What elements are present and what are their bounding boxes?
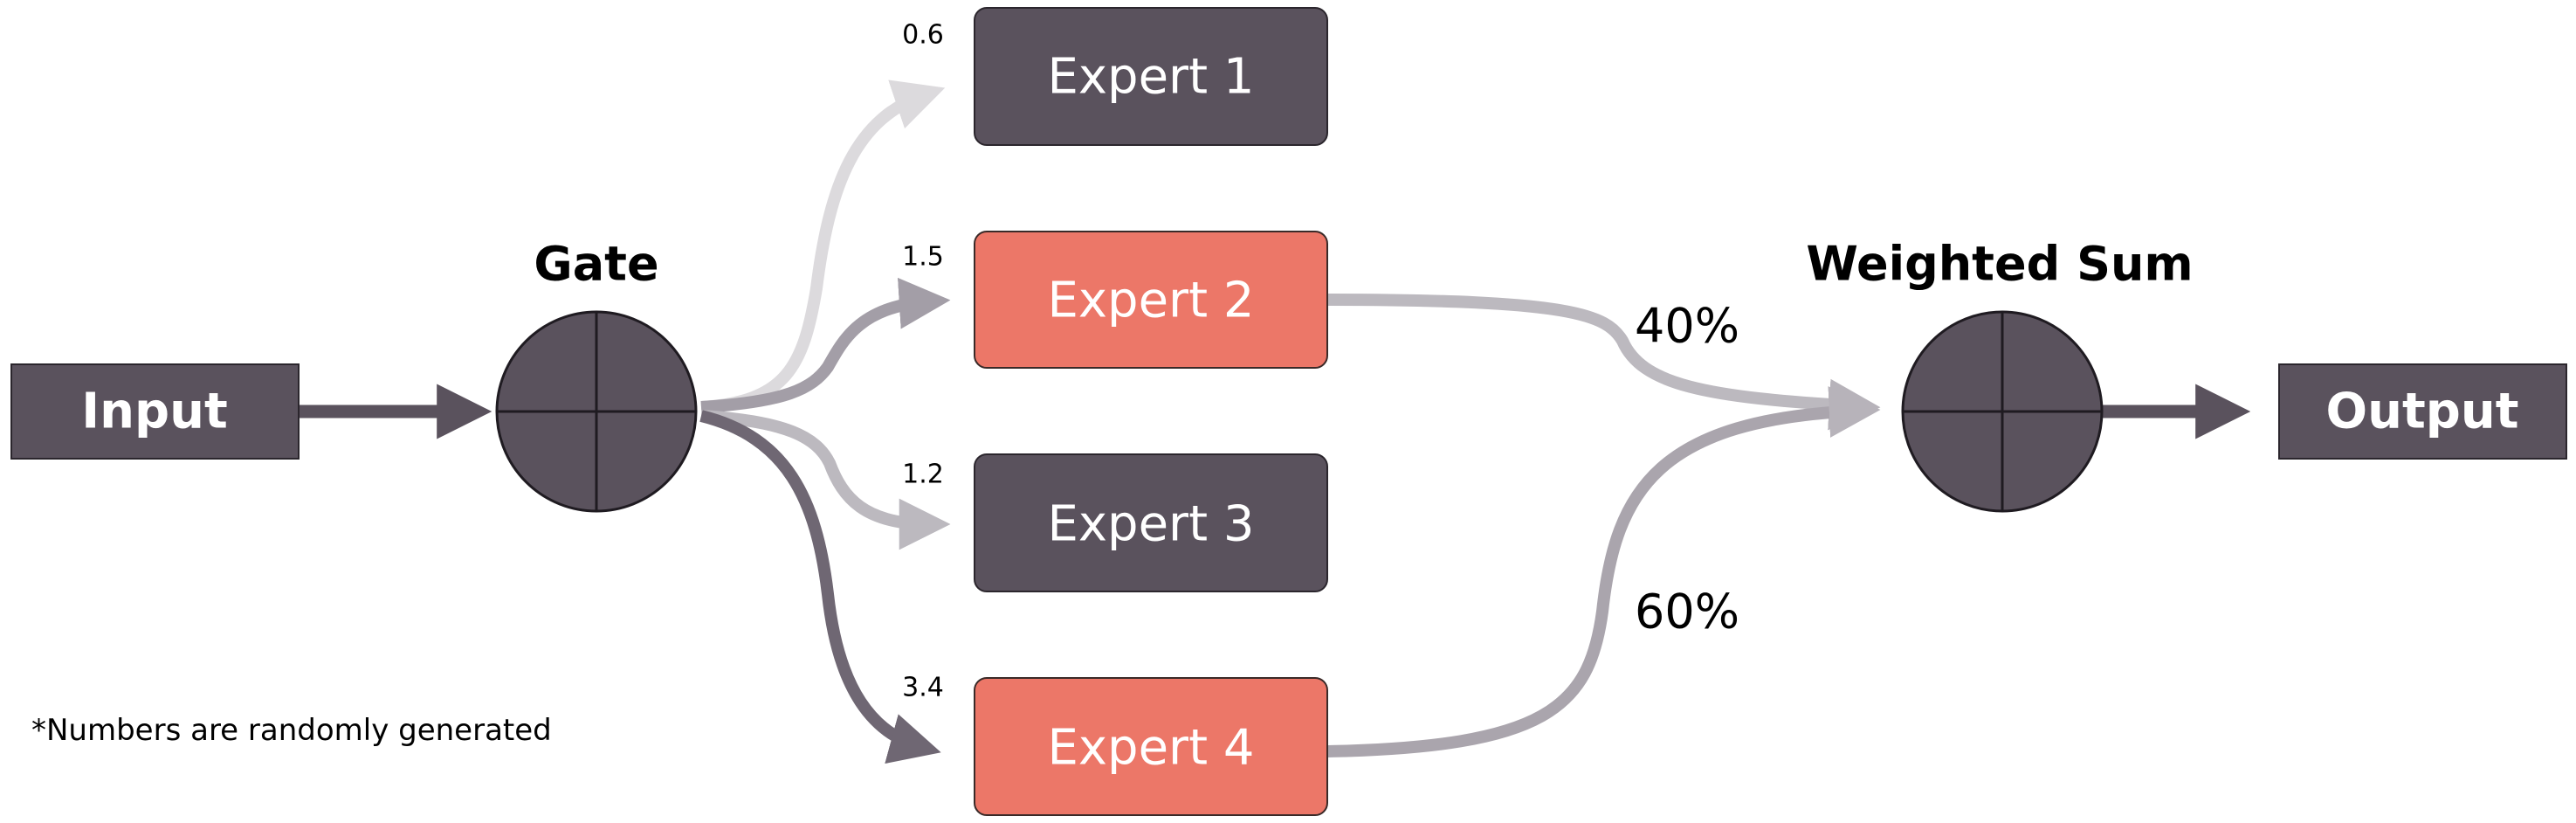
expert-2-node: Expert 2 — [974, 231, 1328, 369]
expert-1-label: Expert 1 — [1048, 49, 1255, 106]
weight-expert-2: 40% — [1635, 299, 1739, 354]
output-label: Output — [2326, 384, 2519, 440]
expert-3-node: Expert 3 — [974, 453, 1328, 592]
output-node: Output — [2278, 363, 2567, 460]
expert-1-node: Expert 1 — [974, 7, 1328, 146]
expert-3-label: Expert 3 — [1048, 496, 1255, 553]
weight-expert-4: 60% — [1635, 584, 1739, 640]
input-node: Input — [10, 363, 300, 460]
weighted-sum-label: Weighted Sum — [1806, 237, 2193, 292]
expert-4-node: Expert 4 — [974, 677, 1328, 816]
footnote: *Numbers are randomly generated — [31, 713, 552, 748]
gate-node — [495, 310, 698, 513]
expert-2-label: Expert 2 — [1048, 273, 1255, 329]
edge-expert-2-to-sum — [1326, 294, 1881, 431]
edge-gate-to-expert-4 — [699, 410, 941, 764]
weighted-sum-node — [1901, 310, 2104, 513]
expert-2-score: 1.5 — [902, 242, 944, 273]
gate-label: Gate — [534, 237, 658, 292]
edge-gate-to-expert-3 — [700, 410, 951, 550]
edge-gate-to-expert-2 — [700, 277, 951, 413]
expert-4-score: 3.4 — [902, 673, 944, 703]
expert-1-score: 0.6 — [902, 20, 944, 51]
expert-3-score: 1.2 — [902, 460, 944, 490]
edge-gate-to-expert-1 — [700, 80, 946, 413]
expert-4-label: Expert 4 — [1048, 720, 1255, 777]
edge-expert-4-to-sum — [1326, 386, 1881, 757]
input-label: Input — [81, 384, 227, 440]
